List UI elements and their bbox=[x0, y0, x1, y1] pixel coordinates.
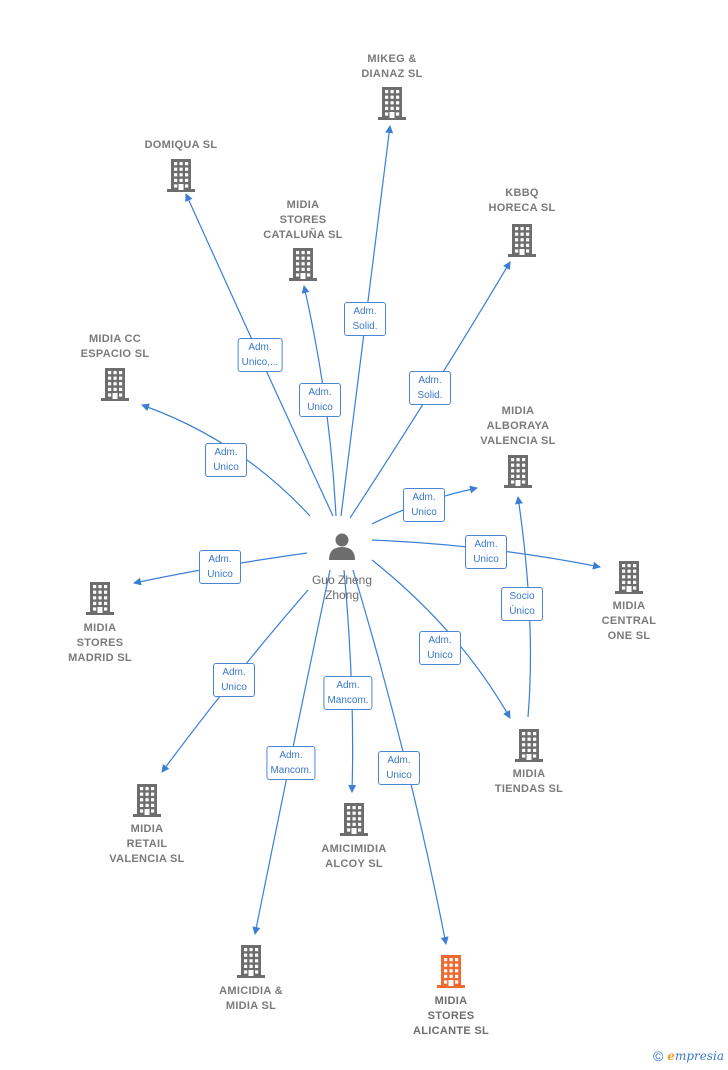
company-label-catalunya[interactable]: MIDIA STORES CATALUÑA SL bbox=[263, 199, 343, 241]
edge-label-guo-to-madrid[interactable]: Adm. Unico bbox=[199, 550, 241, 584]
edge-label-guo-to-central[interactable]: Adm. Unico bbox=[465, 535, 507, 569]
building-icon[interactable] bbox=[287, 247, 319, 281]
building-icon[interactable] bbox=[502, 454, 534, 488]
company-node-catalunya[interactable] bbox=[238, 247, 368, 281]
building-icon[interactable] bbox=[131, 783, 163, 817]
edge-label-guo-to-kbbq[interactable]: Adm. Solid. bbox=[409, 371, 451, 405]
building-icon[interactable] bbox=[435, 954, 467, 988]
edge-label-guo-to-alboraya[interactable]: Adm. Unico bbox=[403, 488, 445, 522]
company-label-tiendas[interactable]: MIDIA TIENDAS SL bbox=[494, 768, 564, 795]
company-node-alboraya[interactable] bbox=[453, 454, 583, 488]
building-icon[interactable] bbox=[165, 158, 197, 192]
person-icon bbox=[329, 533, 355, 560]
company-label-domiqua[interactable]: DOMIQUA SL bbox=[144, 139, 218, 151]
company-node-alicante[interactable] bbox=[386, 954, 516, 988]
edge-label-guo-to-alicante[interactable]: Adm. Unico bbox=[378, 751, 420, 785]
building-icon[interactable] bbox=[338, 802, 370, 836]
building-icon[interactable] bbox=[235, 944, 267, 978]
person-node-guo-zheng-zhong[interactable]: Guo Zheng Zhong bbox=[277, 532, 407, 603]
company-node-mikeg[interactable] bbox=[327, 86, 457, 120]
building-icon[interactable] bbox=[513, 728, 545, 762]
company-label-retail[interactable]: MIDIA RETAIL VALENCIA SL bbox=[109, 823, 185, 865]
company-label-amicidia[interactable]: AMICIDIA & MIDIA SL bbox=[219, 985, 283, 1012]
company-node-central[interactable] bbox=[564, 560, 694, 594]
company-node-amicidia[interactable] bbox=[186, 944, 316, 978]
building-icon[interactable] bbox=[506, 223, 538, 257]
edge-label-guo-to-mikeg[interactable]: Adm. Solid. bbox=[344, 302, 386, 336]
company-label-central[interactable]: MIDIA CENTRAL ONE SL bbox=[601, 600, 657, 642]
edge-label-guo-to-retail[interactable]: Adm. Unico bbox=[213, 663, 255, 697]
company-label-espacio[interactable]: MIDIA CC ESPACIO SL bbox=[80, 333, 150, 360]
edge-label-guo-to-catalunya[interactable]: Adm. Unico bbox=[299, 383, 341, 417]
company-node-tiendas[interactable] bbox=[464, 728, 594, 762]
edge-label-guo-to-amicidia[interactable]: Adm. Mancom. bbox=[266, 746, 316, 780]
company-node-domiqua[interactable] bbox=[116, 158, 246, 192]
footer-brand[interactable]: © empresia bbox=[653, 1048, 724, 1064]
company-label-madrid[interactable]: MIDIA STORES MADRID SL bbox=[68, 622, 132, 664]
company-node-retail[interactable] bbox=[82, 783, 212, 817]
edge-label-guo-to-domiqua[interactable]: Adm. Unico,... bbox=[237, 338, 283, 372]
company-label-alicante[interactable]: MIDIA STORES ALICANTE SL bbox=[412, 995, 490, 1037]
person-label: Guo Zheng Zhong bbox=[311, 573, 373, 602]
building-icon[interactable] bbox=[84, 581, 116, 615]
edge-label-guo-to-espacio[interactable]: Adm. Unico bbox=[205, 443, 247, 477]
company-label-alboraya[interactable]: MIDIA ALBORAYA VALENCIA SL bbox=[480, 405, 556, 447]
company-node-kbbq[interactable] bbox=[457, 223, 587, 257]
company-label-alcoy[interactable]: AMICIMIDIA ALCOY SL bbox=[321, 843, 387, 870]
company-node-espacio[interactable] bbox=[50, 367, 180, 401]
building-icon[interactable] bbox=[376, 86, 408, 120]
company-node-madrid[interactable] bbox=[35, 581, 165, 615]
company-label-kbbq[interactable]: KBBQ HORECA SL bbox=[488, 187, 556, 214]
building-icon[interactable] bbox=[613, 560, 645, 594]
company-label-mikeg[interactable]: MIKEG & DIANAZ SL bbox=[361, 53, 423, 80]
edge-label-tiendas-to-alboraya[interactable]: Socio Único bbox=[501, 587, 543, 621]
brand-logo: empresia bbox=[667, 1049, 724, 1063]
edge-label-guo-to-tiendas[interactable]: Adm. Unico bbox=[419, 631, 461, 665]
building-icon[interactable] bbox=[99, 367, 131, 401]
edge-label-guo-to-alcoy[interactable]: Adm. Mancom. bbox=[323, 676, 373, 710]
company-node-alcoy[interactable] bbox=[289, 802, 419, 836]
copyright-symbol: © bbox=[652, 1048, 664, 1064]
